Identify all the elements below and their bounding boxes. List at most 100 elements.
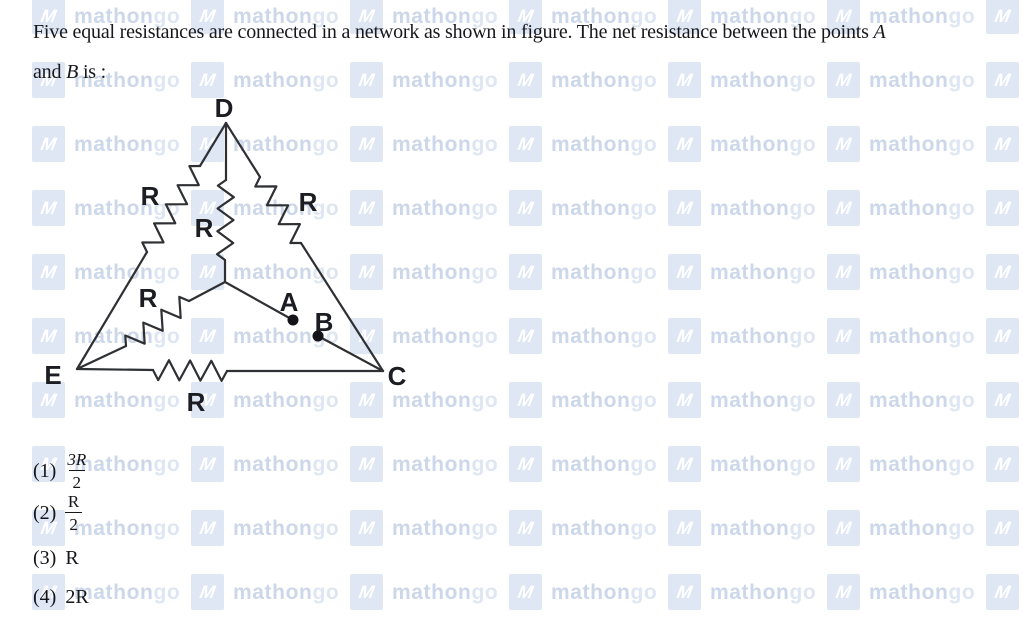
point-b-symbol: B: [66, 61, 79, 83]
wire-left-resistor-to-e: [75, 250, 149, 371]
watermark-brand-text: mathongo: [74, 452, 181, 476]
mathongo-logo-icon: M: [986, 190, 1019, 226]
question-text-and: and: [33, 61, 62, 83]
option-2-denominator: 2: [65, 512, 82, 533]
mathongo-logo-icon: M: [827, 62, 860, 98]
mathongo-logo-icon: M: [986, 382, 1019, 418]
circuit-diagram: D E C A B R R R R R: [44, 94, 407, 417]
resistor-middle: [216, 178, 235, 262]
watermark-brand-text: mathongo: [869, 260, 976, 284]
watermark-brand-text: mathongo: [710, 388, 817, 412]
mathongo-logo-icon: M: [350, 574, 383, 610]
resistor-right-edge: [254, 175, 303, 245]
mathongo-logo-icon: M: [986, 126, 1019, 162]
watermark-brand-text: mathongo: [392, 68, 499, 92]
mathongo-logo-icon: M: [509, 574, 542, 610]
mathongo-logo-icon: M: [827, 126, 860, 162]
mathongo-logo-icon: M: [986, 62, 1019, 98]
watermark-brand-text: mathongo: [551, 324, 658, 348]
mathongo-logo-icon: M: [350, 62, 383, 98]
mathongo-logo-icon: M: [986, 254, 1019, 290]
mathongo-logo-icon: M: [509, 190, 542, 226]
watermark-brand-text: mathongo: [74, 580, 181, 604]
mathongo-logo-icon: M: [827, 254, 860, 290]
resistor-bottom: [151, 359, 229, 382]
node-label-c: C: [388, 361, 407, 391]
option-1-fraction: 3R 2: [65, 451, 88, 491]
answer-option-1: (1) 3R 2: [33, 451, 88, 491]
mathongo-logo-icon: M: [986, 510, 1019, 546]
watermark-brand-text: mathongo: [869, 132, 976, 156]
mathongo-logo-icon: M: [191, 62, 224, 98]
wire-center-to-terminal-a: [223, 280, 295, 322]
resistor-label-right-edge: R: [299, 187, 318, 217]
watermark-brand-text: mathongo: [233, 516, 340, 540]
node-label-e: E: [44, 360, 61, 390]
watermark-brand-text: mathongo: [869, 68, 976, 92]
watermark-brand-text: mathongo: [233, 580, 340, 604]
mathongo-logo-icon: M: [668, 382, 701, 418]
option-3-number: (3): [33, 547, 57, 569]
mathongo-logo-icon: M: [509, 254, 542, 290]
watermark-brand-text: mathongo: [551, 516, 658, 540]
mathongo-logo-icon: M: [509, 446, 542, 482]
mathongo-logo-icon: M: [668, 62, 701, 98]
mathongo-logo-icon: M: [509, 510, 542, 546]
answer-option-2: (2) R 2: [33, 493, 82, 533]
option-2-numerator: R: [67, 492, 80, 512]
option-1-number: (1): [33, 460, 57, 482]
watermark-brand-text: mathongo: [233, 452, 340, 476]
watermark-brand-text: mathongo: [869, 196, 976, 220]
mathongo-logo-icon: M: [986, 318, 1019, 354]
wire-lowerleft-resistor-to-e: [75, 344, 128, 371]
point-a-symbol: A: [873, 21, 886, 43]
mathongo-logo-icon: M: [827, 190, 860, 226]
resistor-label-left-edge: R: [141, 181, 160, 211]
watermark-brand-text: mathongo: [74, 516, 181, 540]
mathongo-logo-icon: M: [668, 318, 701, 354]
mathongo-logo-icon: M: [827, 382, 860, 418]
option-2-fraction: R 2: [65, 493, 82, 533]
watermark-brand-text: mathongo: [869, 516, 976, 540]
question-line-1: Five equal resistances are connected in …: [33, 21, 886, 44]
question-text: Five equal resistances are connected in …: [33, 21, 869, 43]
watermark-brand-text: mathongo: [551, 388, 658, 412]
watermark-brand-text: mathongo: [710, 452, 817, 476]
wire-d-to-right-resistor: [224, 121, 262, 179]
mathongo-logo-icon: M: [986, 446, 1019, 482]
watermark-brand-text: mathongo: [233, 68, 340, 92]
watermark-brand-text: mathongo: [710, 580, 817, 604]
mathongo-logo-icon: M: [668, 510, 701, 546]
node-label-d: D: [215, 94, 234, 123]
mathongo-logo-icon: M: [827, 446, 860, 482]
mathongo-logo-icon: M: [509, 62, 542, 98]
terminal-label-a: A: [280, 287, 299, 317]
question-line-2: and B is :: [33, 61, 106, 84]
watermark-brand-text: mathongo: [869, 580, 976, 604]
watermark-brand-text: mathongo: [710, 132, 817, 156]
resistor-label-bottom: R: [187, 387, 206, 417]
watermark-brand-text: mathongo: [710, 196, 817, 220]
mathongo-logo-icon: M: [668, 446, 701, 482]
